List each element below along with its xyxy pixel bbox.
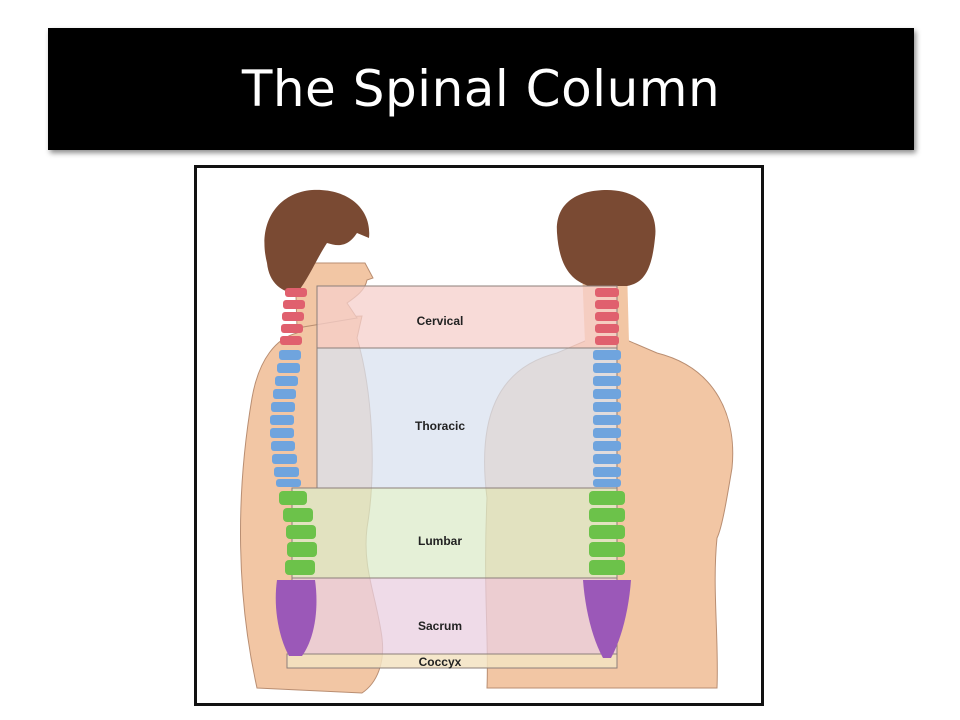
- band-thoracic: [316, 347, 618, 489]
- spine-illustration: Cervical Thoracic Lumbar Sacrum Coccyx: [240, 189, 734, 694]
- band-lumbar: [291, 487, 618, 579]
- spine-diagram: Cervical Thoracic Lumbar Sacrum Coccyx: [194, 165, 764, 706]
- back-lumbar-vertebrae: [589, 491, 625, 575]
- title-banner: The Spinal Column: [48, 28, 914, 150]
- back-cervical-vertebrae: [595, 288, 619, 345]
- side-lumbar-vertebrae: [279, 491, 317, 575]
- band-sacrum: [291, 577, 618, 655]
- back-sacrum: [583, 580, 631, 658]
- band-cervical: [316, 285, 618, 349]
- label-coccyx: Coccyx: [419, 655, 462, 669]
- slide-title: The Spinal Column: [241, 60, 721, 118]
- label-cervical: Cervical: [417, 314, 464, 328]
- label-thoracic: Thoracic: [415, 419, 465, 433]
- label-lumbar: Lumbar: [418, 534, 462, 548]
- label-sacrum: Sacrum: [418, 619, 462, 633]
- side-spine: [270, 288, 317, 656]
- back-spine: [583, 288, 631, 658]
- back-hair: [556, 190, 656, 286]
- side-sacrum: [275, 580, 317, 656]
- back-thoracic-vertebrae: [593, 350, 621, 487]
- region-bands: [286, 285, 618, 669]
- side-thoracic-vertebrae: [270, 350, 301, 487]
- side-cervical-vertebrae: [280, 288, 307, 345]
- band-coccyx: [286, 653, 618, 669]
- side-hair: [264, 189, 370, 293]
